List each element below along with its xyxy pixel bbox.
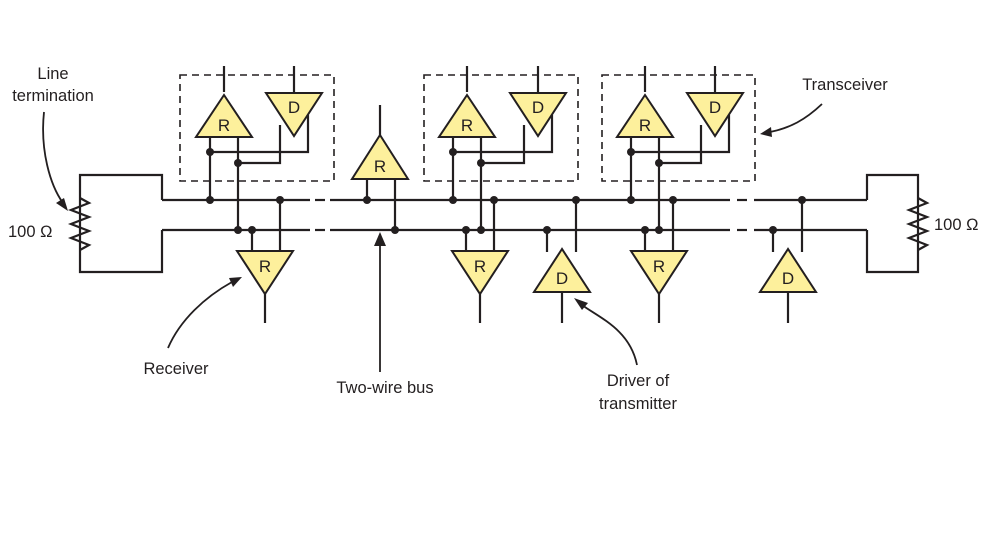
transceiver-label: Transceiver bbox=[802, 76, 888, 94]
receiver-glyph: R bbox=[259, 257, 271, 276]
transceiver-box-1 bbox=[179, 74, 335, 182]
driver-amp bbox=[264, 92, 324, 138]
receiver-label: Receiver bbox=[143, 360, 209, 378]
driver-amp bbox=[508, 92, 568, 138]
driver-label-line1: Driver of bbox=[607, 372, 670, 390]
line-termination-label-line1: Line bbox=[37, 65, 68, 83]
resistor-right-label: 100 Ω bbox=[934, 216, 978, 234]
resistor-left-label: 100 Ω bbox=[8, 223, 52, 241]
driver-glyph: D bbox=[782, 269, 794, 288]
line-termination-label-line2: termination bbox=[12, 87, 94, 105]
receiver-amp bbox=[350, 133, 410, 180]
transceiver-2: R D bbox=[437, 66, 568, 234]
receiver-glyph: R bbox=[639, 116, 651, 135]
driver-glyph: D bbox=[556, 269, 568, 288]
transceiver-1: R D bbox=[194, 66, 324, 234]
two-wire-bus-label: Two-wire bus bbox=[336, 379, 433, 397]
receiver-amp bbox=[437, 93, 497, 138]
driver-glyph: D bbox=[709, 98, 721, 117]
receiver-glyph: R bbox=[474, 257, 486, 276]
driver-1: D bbox=[532, 196, 592, 323]
driver-label-line2: transmitter bbox=[599, 395, 677, 413]
right-termination-wire bbox=[865, 173, 920, 274]
receiver-amp bbox=[629, 250, 689, 296]
labels: Line termination 100 Ω 100 Ω Transceiver… bbox=[8, 65, 978, 413]
receiver-glyph: R bbox=[374, 157, 386, 176]
receiver-amp bbox=[194, 93, 254, 138]
receiver-1: R bbox=[235, 196, 295, 323]
transceiver-box-2 bbox=[423, 74, 579, 182]
driver-amp bbox=[685, 92, 745, 138]
left-termination-wire bbox=[78, 173, 164, 274]
receiver-3: R bbox=[450, 196, 510, 323]
driver-2: D bbox=[758, 196, 818, 323]
resistor-left bbox=[67, 197, 93, 251]
transceiver-box-3 bbox=[601, 74, 756, 182]
receiver-2: R bbox=[350, 105, 410, 234]
driver-glyph: D bbox=[288, 98, 300, 117]
receiver-glyph: R bbox=[218, 116, 230, 135]
resistor-right bbox=[905, 197, 931, 251]
receiver-glyph: R bbox=[653, 257, 665, 276]
receiver-glyph: R bbox=[461, 116, 473, 135]
receiver-4: R bbox=[629, 196, 689, 323]
driver-glyph: D bbox=[532, 98, 544, 117]
transceiver-3: R D bbox=[615, 66, 745, 234]
receiver-amp bbox=[450, 250, 510, 296]
annotation-arrows bbox=[42, 103, 823, 372]
receiver-amp bbox=[235, 250, 295, 296]
receiver-amp bbox=[615, 93, 675, 138]
